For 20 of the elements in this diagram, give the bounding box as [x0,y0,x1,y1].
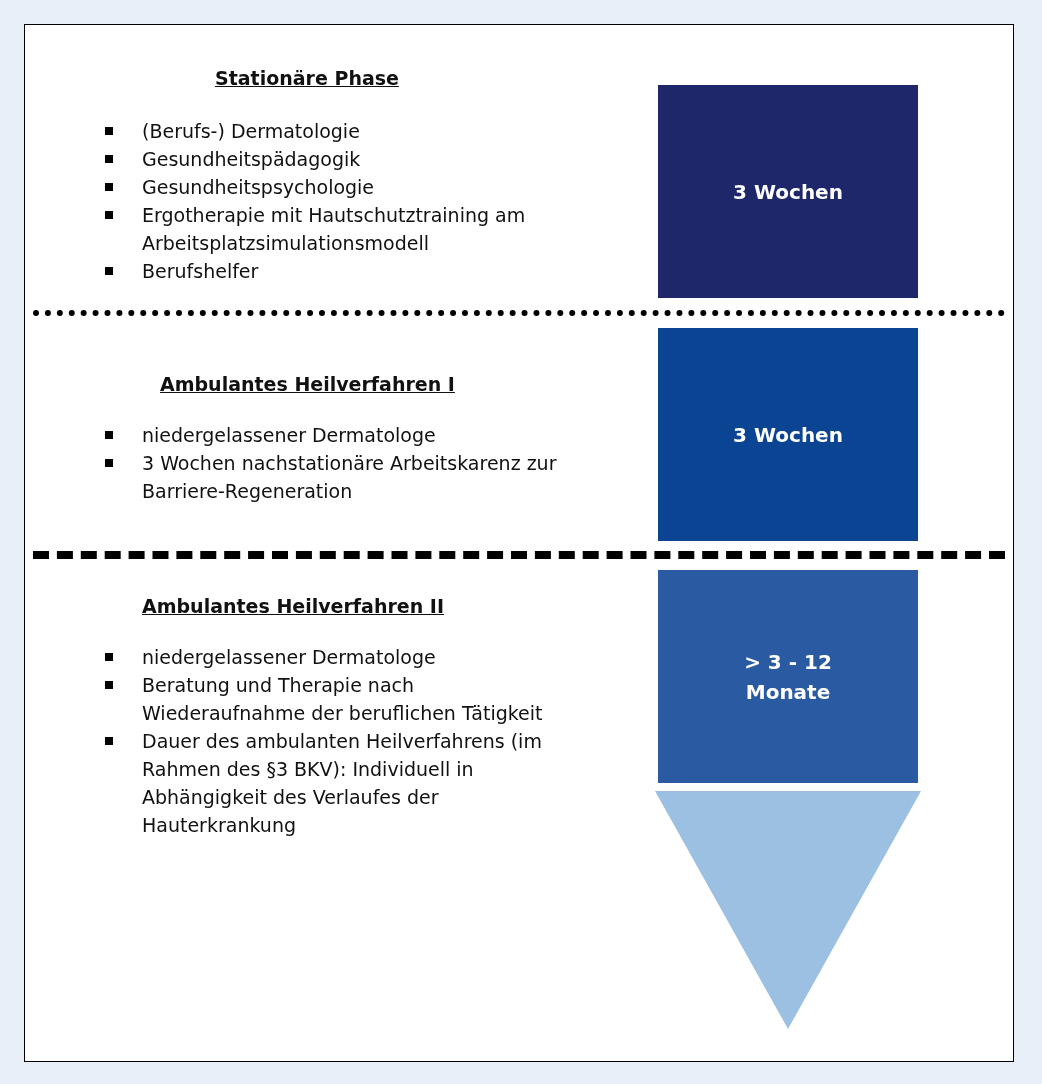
bullet-item: niedergelassener Dermatologe [142,423,437,448]
bullet-item: Dauer des ambulanten Heilverfahrens (im Rahmen des §3 BKV): Individuell in Abhängigkeit des Verlaufes der Hauterkrankung [142,729,543,838]
bullet-item: Gesundheitspädagogik [142,147,362,172]
duration-box [658,328,918,541]
bullet-item: niedergelassener Dermatologe [142,645,437,670]
bullet-item: Ergotherapie mit Hautschutztraining am Arbeitsplatzsimulationsmodell [142,203,527,256]
duration-text: 3 Wochen [733,421,843,449]
bullet-item: Beratung und Therapie nach Wiederaufnahme der beruflichen Tätigkeit [142,673,544,726]
section-heading: Stationäre Phase [215,67,399,89]
duration-box [658,570,918,783]
duration-box [658,85,918,298]
bullet-item: 3 Wochen nachstationäre Arbeitskarenz zur Barriere-Regeneration [142,451,558,504]
section-heading: Ambulantes Heilverfahren II [142,595,444,617]
bullet-item: Berufshelfer [142,259,260,284]
duration-text: 3 Wochen [733,178,843,206]
triangle-shape [655,791,921,1029]
bullet-item: Gesundheitspsychologie [142,175,376,200]
section-heading: Ambulantes Heilverfahren I [160,373,455,395]
duration-text: > 3 - 12 Monate [743,648,833,706]
bullet-item: (Berufs-) Dermatologie [142,119,361,144]
